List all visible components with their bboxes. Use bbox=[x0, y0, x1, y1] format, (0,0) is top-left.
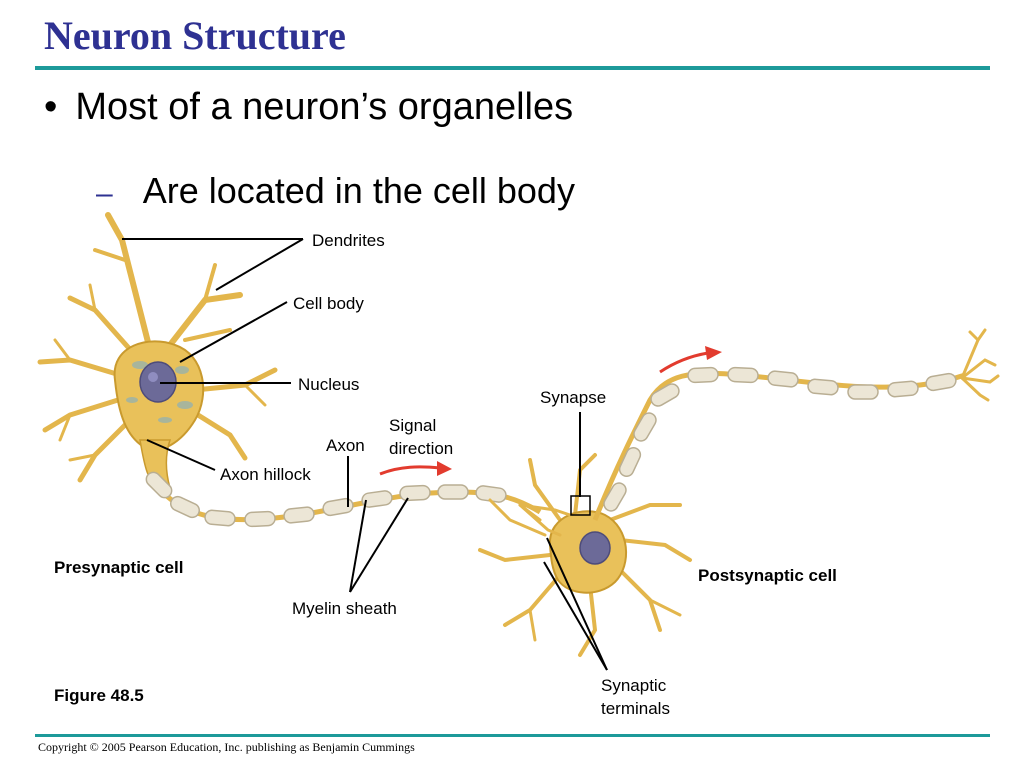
label-axon: Axon bbox=[326, 436, 365, 455]
myelin-sheath-segments-post bbox=[603, 366, 957, 512]
label-synaptic-line1: Synaptic bbox=[601, 676, 667, 695]
leader-myelin-b bbox=[349, 497, 409, 593]
leader-myelin-a bbox=[349, 499, 367, 593]
label-cell-body: Cell body bbox=[293, 294, 364, 313]
bullet-text: Most of a neuron’s organelles bbox=[75, 86, 574, 128]
organelles bbox=[126, 361, 193, 423]
label-signal-direction: Signal direction bbox=[389, 414, 453, 460]
signal-arrow-head-post bbox=[705, 346, 722, 360]
leader-axon-hillock bbox=[146, 439, 216, 471]
sub-bullet-text: Are located in the cell body bbox=[142, 170, 575, 211]
label-signal-line1: Signal bbox=[389, 416, 437, 435]
slide-title: Neuron Structure bbox=[44, 13, 346, 58]
leader-terminals-b bbox=[543, 561, 608, 671]
label-synaptic-line2: terminals bbox=[601, 699, 670, 718]
label-myelin-sheath: Myelin sheath bbox=[292, 599, 397, 618]
label-nucleus: Nucleus bbox=[298, 375, 360, 394]
label-signal-line2: direction bbox=[389, 439, 454, 458]
synaptic-terminal-branches bbox=[518, 503, 572, 537]
label-presynaptic-cell: Presynaptic cell bbox=[54, 558, 184, 577]
footer-divider bbox=[35, 734, 990, 737]
label-dendrites: Dendrites bbox=[312, 231, 385, 250]
nucleolus bbox=[148, 372, 158, 382]
title-divider bbox=[35, 66, 990, 70]
sub-bullet-marker: – bbox=[96, 177, 113, 210]
sub-bullet-point: –Are located in the cell body bbox=[96, 170, 575, 212]
label-synaptic-terminals: Synaptic terminals bbox=[601, 674, 670, 720]
label-axon-hillock: Axon hillock bbox=[220, 465, 311, 484]
postsynaptic-nucleus bbox=[579, 531, 611, 565]
signal-arrow-head-pre bbox=[437, 461, 452, 476]
label-postsynaptic-cell: Postsynaptic cell bbox=[698, 566, 837, 585]
copyright-notice: Copyright © 2005 Pearson Education, Inc.… bbox=[38, 740, 415, 754]
leader-terminals-a bbox=[546, 537, 608, 671]
label-synapse: Synapse bbox=[540, 388, 607, 407]
signal-direction-arrow-post bbox=[659, 351, 709, 374]
myelin-sheath-segments-pre bbox=[145, 471, 507, 528]
figure-caption: Figure 48.5 bbox=[54, 686, 144, 705]
leader-lines bbox=[122, 238, 608, 671]
leader-dendrites-b bbox=[215, 238, 304, 291]
signal-direction-arrow-pre bbox=[379, 465, 441, 476]
leader-cell-body bbox=[179, 301, 288, 363]
axon-terminal-branches bbox=[960, 328, 1000, 402]
bullet-marker: • bbox=[44, 86, 58, 128]
bullet-point: • Most of a neuron’s organelles bbox=[44, 86, 573, 129]
